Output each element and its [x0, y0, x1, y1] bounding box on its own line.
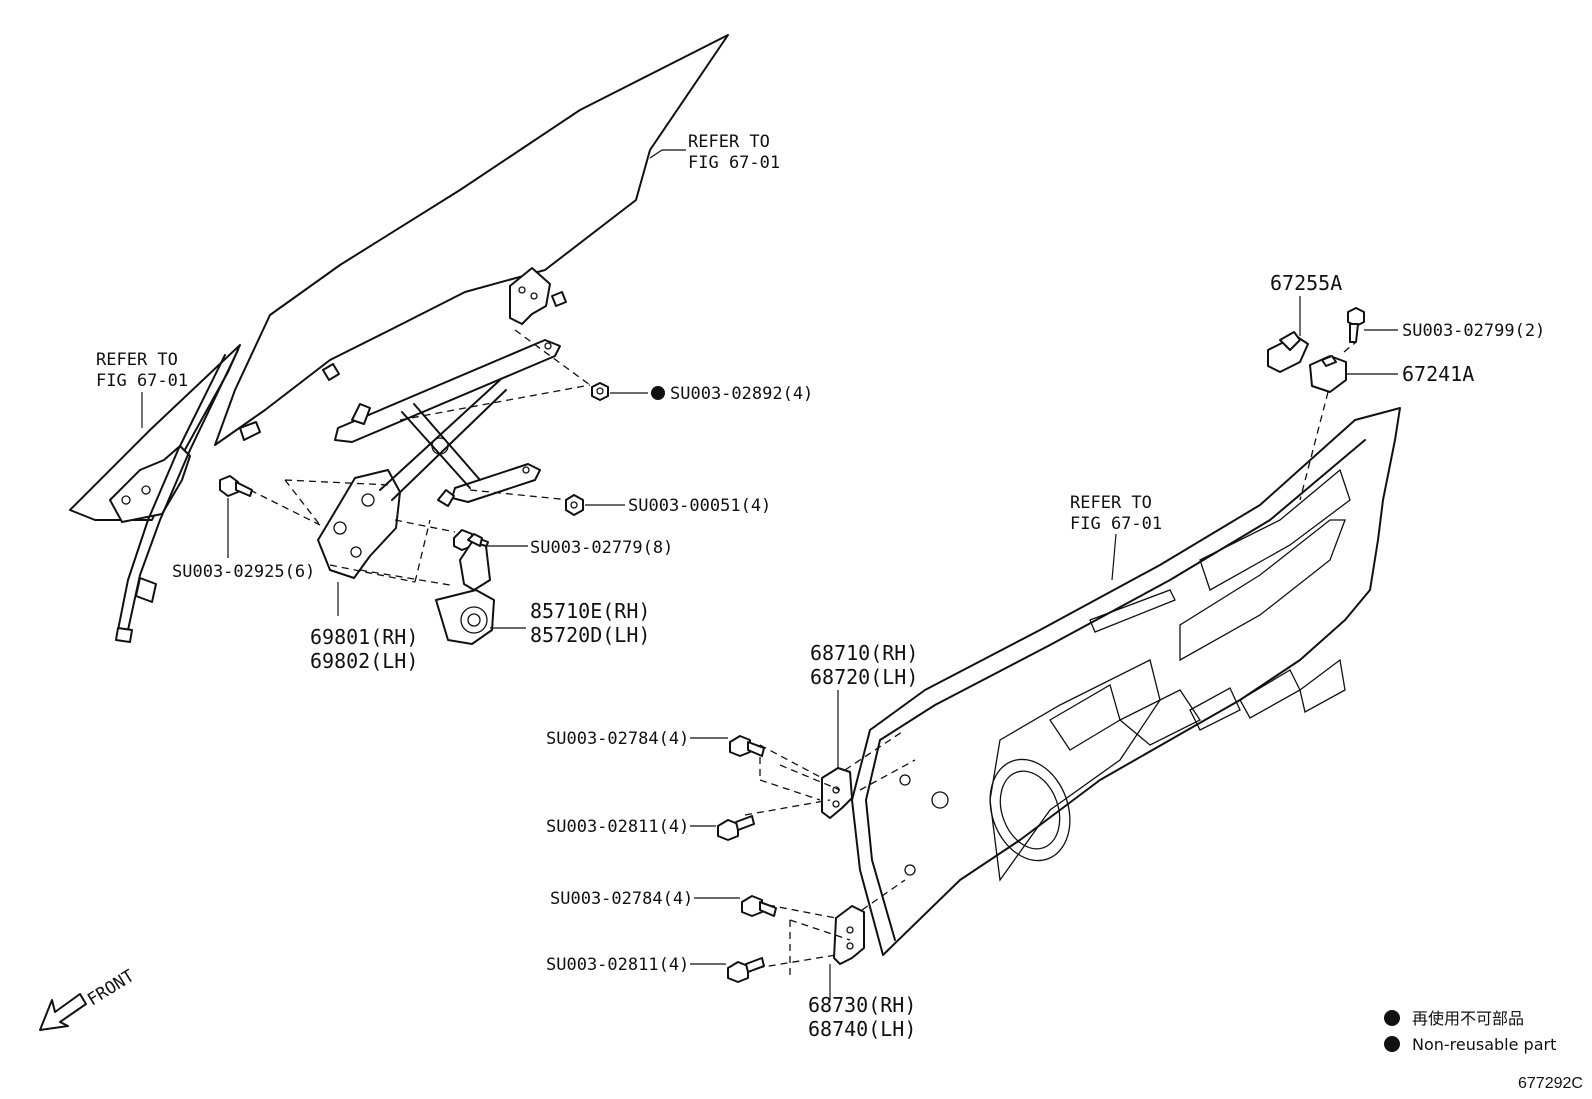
bolt-2799-icon — [1347, 307, 1365, 343]
bolt-2784-lower-label: SU003-02784(4) — [550, 889, 693, 909]
nut-0051-label: SU003-00051(4) — [628, 496, 771, 516]
bolt-2811-upper-callout: SU003-02811(4) — [546, 817, 716, 837]
bolt-2811-lower-callout: SU003-02811(4) — [546, 955, 726, 975]
bolt-2811-upper-icon — [717, 815, 755, 841]
door-panel-illustration — [851, 407, 1401, 956]
check-link-illustration — [1267, 331, 1309, 373]
quarter-glass-illustration — [69, 344, 241, 643]
nut-2892-callout: SU003-02892(4) — [610, 384, 813, 404]
lower-hinge-label-lh: 68740(LH) — [808, 1017, 916, 1041]
door-refer-line2: FIG 67-01 — [1070, 514, 1162, 534]
quarter-refer-line2: FIG 67-01 — [96, 371, 188, 391]
bolt-2784-upper-callout: SU003-02784(4) — [546, 729, 728, 749]
lower-hinge-callout: 68730(RH) 68740(LH) — [808, 964, 916, 1041]
bolt-2925-icon — [219, 475, 253, 497]
glass-refer-label: REFER TO FIG 67-01 — [649, 132, 780, 173]
lower-hinge-label-rh: 68730(RH) — [808, 993, 916, 1017]
bolt-2811-lower-icon — [727, 957, 765, 983]
bolt-2779-callout: SU003-02779(8) — [488, 538, 673, 558]
bolt-2784-lower-callout: SU003-02784(4) — [550, 889, 740, 909]
quarter-refer-line1: REFER TO — [96, 350, 178, 370]
glass-refer-line2: FIG 67-01 — [688, 153, 780, 173]
upper-hinge-label-lh: 68720(LH) — [810, 665, 918, 689]
nut-0051-callout: SU003-00051(4) — [585, 496, 771, 516]
upper-hinge-label-rh: 68710(RH) — [810, 641, 918, 665]
regulator-label-rh: 69801(RH) — [310, 625, 418, 649]
legend-bullet-icon — [1384, 1010, 1400, 1026]
bolt-2811-upper-label: SU003-02811(4) — [546, 817, 689, 837]
bolt-2784-lower-icon — [741, 895, 777, 917]
window-regulator-illustration — [317, 339, 561, 579]
striker-label: 67241A — [1402, 362, 1474, 386]
bolt-2811-lower-label: SU003-02811(4) — [546, 955, 689, 975]
striker-connector-lines — [1299, 341, 1357, 501]
door-refer-label: REFER TO FIG 67-01 — [1070, 493, 1162, 581]
bolt-2925-callout: SU003-02925(6) — [172, 498, 315, 582]
nut-0051-icon — [565, 494, 584, 516]
bolt-2784-upper-icon — [729, 735, 765, 757]
figure-id: 677292C — [1518, 1075, 1583, 1092]
regulator-connector-lines — [249, 329, 591, 586]
motor-label-rh: 85710E(RH) — [530, 599, 650, 623]
legend: 再使用不可部品 Non-reusable part — [1384, 1009, 1556, 1054]
regulator-label-lh: 69802(LH) — [310, 649, 418, 673]
door-refer-line1: REFER TO — [1070, 493, 1152, 513]
legend-bullet-icon — [1384, 1036, 1400, 1052]
bolt-2779-label: SU003-02779(8) — [530, 538, 673, 558]
door-glass-illustration — [214, 34, 729, 446]
quarter-refer-label: REFER TO FIG 67-01 — [96, 350, 188, 428]
upper-hinge-callout: 68710(RH) 68720(LH) — [810, 641, 918, 768]
legend-jp: 再使用不可部品 — [1412, 1009, 1524, 1028]
check-link-callout: 67255A — [1270, 271, 1342, 336]
nut-2892-label: SU003-02892(4) — [670, 384, 813, 404]
nut-2892-icon — [591, 382, 609, 401]
bolt-2925-label: SU003-02925(6) — [172, 562, 315, 582]
front-arrow-icon — [39, 993, 87, 1031]
striker-callout: 67241A — [1346, 362, 1474, 386]
window-motor-illustration — [435, 533, 495, 645]
front-direction-indicator: FRONT — [39, 966, 138, 1031]
upper-hinge-illustration — [821, 767, 853, 819]
lower-hinge-illustration — [833, 905, 865, 965]
check-link-label: 67255A — [1270, 271, 1342, 295]
striker-illustration — [1309, 355, 1347, 393]
front-label: FRONT — [84, 966, 138, 1010]
non-reusable-bullet-icon — [651, 386, 665, 400]
regulator-callout: 69801(RH) 69802(LH) — [310, 582, 418, 673]
motor-label-lh: 85720D(LH) — [530, 623, 650, 647]
bolt-2799-label: SU003-02799(2) — [1402, 321, 1545, 341]
motor-callout: 85710E(RH) 85720D(LH) — [490, 599, 650, 647]
legend-en: Non-reusable part — [1412, 1035, 1556, 1054]
glass-refer-line1: REFER TO — [688, 132, 770, 152]
bolt-2784-upper-label: SU003-02784(4) — [546, 729, 689, 749]
bolt-2799-callout: SU003-02799(2) — [1364, 321, 1545, 341]
